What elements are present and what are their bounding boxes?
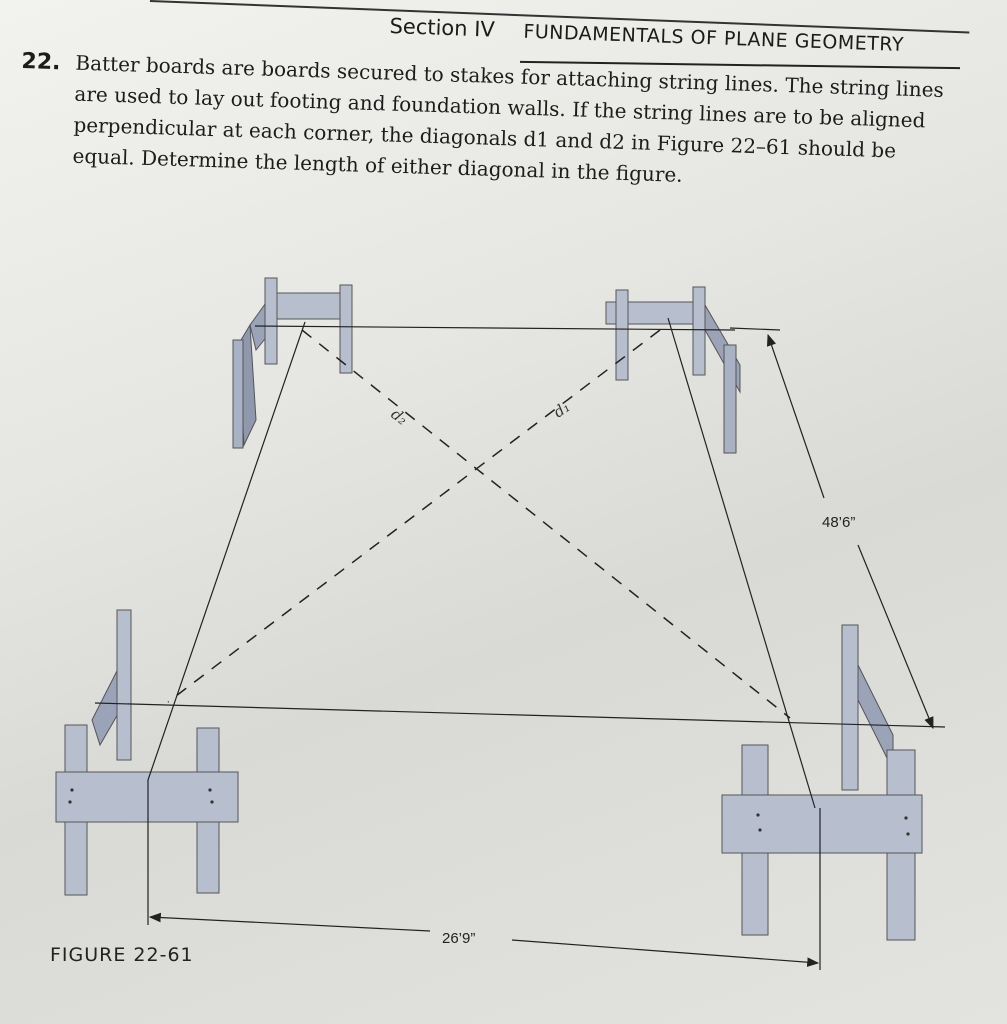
figure-caption: FIGURE 22-61 (50, 944, 194, 966)
length-dimension (729, 327, 934, 730)
diagonal-d2-label: d₂ (388, 405, 411, 429)
batter-board-bottom-left (55, 609, 239, 896)
string-lines (94, 317, 946, 809)
diagonal-d1-label: d₁ (550, 398, 573, 422)
batter-board-top-right (605, 286, 741, 454)
width-dimension-label: 26’9” (442, 930, 475, 947)
batter-board-top-left (232, 277, 353, 449)
batter-board-bottom-right (721, 624, 923, 941)
width-dimension (147, 780, 821, 970)
length-dimension-label: 48’6” (822, 514, 855, 531)
diagonals (167, 329, 791, 719)
